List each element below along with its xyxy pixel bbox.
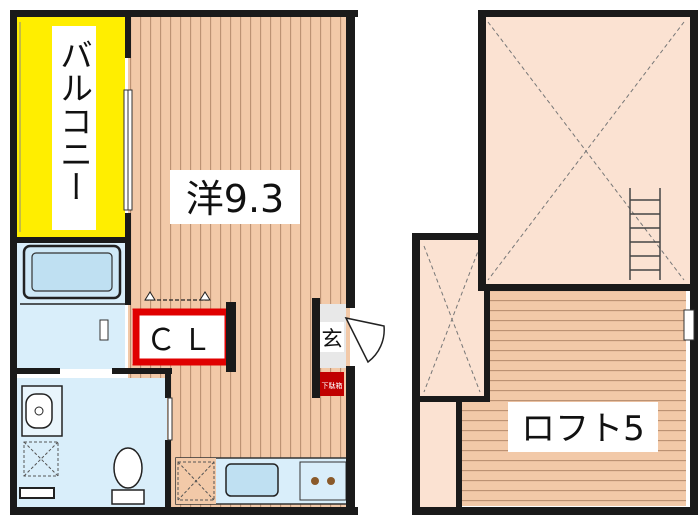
shoe-box xyxy=(320,372,344,396)
main-floor xyxy=(10,10,385,515)
western-room-label: 洋9.3 xyxy=(186,177,284,221)
shoe-box-label: 下駄箱 xyxy=(322,381,343,390)
ladder xyxy=(629,188,661,280)
washer-space xyxy=(23,441,59,477)
closet-label: ＣＬ xyxy=(146,323,218,358)
wash-basin xyxy=(21,385,63,437)
toilet xyxy=(111,447,145,505)
stove xyxy=(299,461,347,501)
balcony-label: バルコニー xyxy=(55,38,94,203)
loft-wood-floor xyxy=(490,290,686,506)
entrance-label: 玄 xyxy=(322,327,343,351)
loft-floor xyxy=(412,10,698,515)
kitchen xyxy=(175,457,351,505)
loft-label: ロフト5 xyxy=(521,409,645,449)
